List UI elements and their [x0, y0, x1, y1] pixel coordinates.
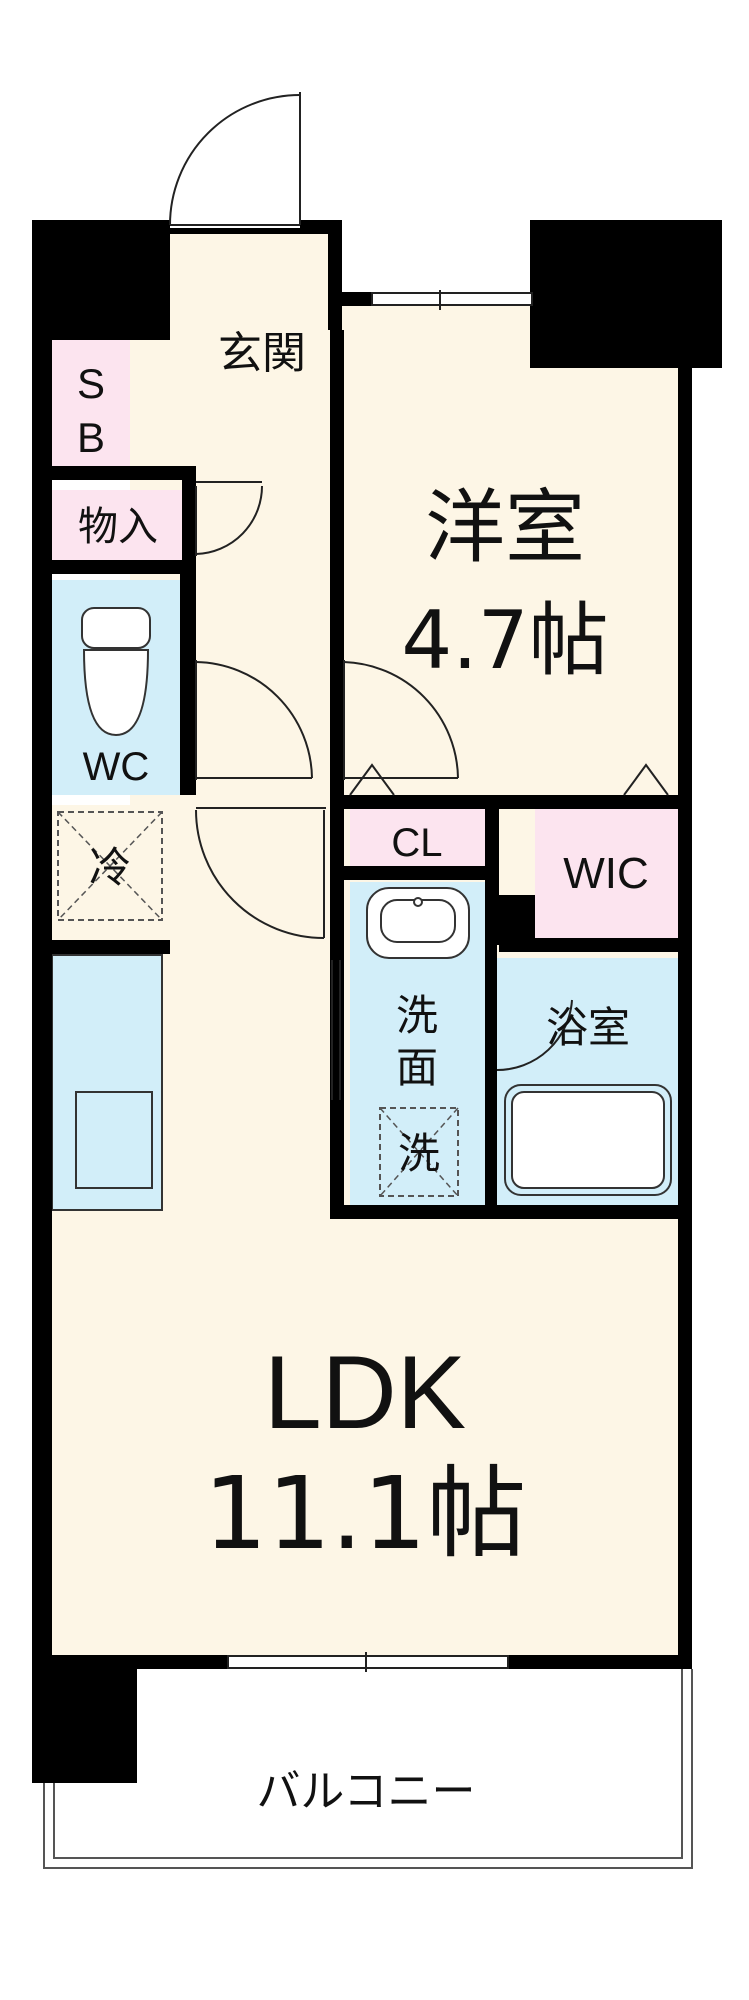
balcony-label: バルコニー — [256, 1766, 475, 1817]
wall-genkan-right — [328, 220, 342, 330]
kitchen-counter — [51, 954, 163, 1211]
senmen-sliding-door — [331, 960, 341, 1100]
wall-right — [678, 360, 692, 1660]
yokushitsu-label: 浴室 — [546, 1003, 630, 1052]
wall-wc-right — [180, 560, 196, 795]
ldk-size: 11.1帖 — [204, 1455, 527, 1572]
walls — [32, 220, 722, 1783]
wall-wic-block — [485, 895, 535, 945]
genkan-label: 玄関 — [218, 328, 306, 379]
wall-left — [32, 340, 52, 1670]
senmen-label-2: 面 — [396, 1043, 438, 1092]
windows — [227, 290, 533, 1672]
wall-cl-bottom — [330, 866, 485, 880]
wic-floor — [535, 808, 678, 938]
cl-label: CL — [391, 821, 442, 865]
washer-label: 洗 — [398, 1129, 440, 1178]
senmen-label-1: 洗 — [396, 991, 438, 1040]
wall-wic-bottom — [499, 938, 680, 952]
shoe-box-label-b: B — [77, 414, 105, 461]
bath-door — [496, 999, 573, 1072]
wic-label: WIC — [563, 849, 649, 898]
closet-folding-doors — [349, 763, 669, 796]
wc-label: WC — [83, 745, 150, 789]
youshitsu-label: 洋室 — [425, 481, 585, 574]
wall-wet-bottom — [330, 1205, 680, 1219]
ldk-window — [227, 1655, 509, 1669]
wall-kitchen-top — [52, 940, 170, 954]
washer-space — [379, 1107, 459, 1197]
wall-bottom-left-block — [32, 1655, 137, 1783]
fridge-label: 冷 — [89, 843, 131, 892]
monoire-label: 物入 — [78, 504, 158, 550]
youshitsu-floor — [340, 305, 680, 795]
cl-floor — [350, 808, 485, 866]
monoire-floor — [52, 490, 190, 562]
balcony — [43, 1669, 693, 1869]
washbasin-icon — [366, 887, 470, 959]
kitchen-sink-icon — [75, 1091, 153, 1189]
doors — [169, 92, 669, 1100]
ldk-door — [195, 807, 326, 939]
youshitsu-window — [371, 292, 533, 306]
wall-shoebox-bottom — [52, 466, 192, 480]
wall-cl-top — [330, 795, 680, 809]
ldk-label: LDK — [264, 1335, 466, 1451]
wall-monoire-bottom — [52, 560, 196, 574]
entrance-door — [169, 92, 301, 228]
bathtub-icon — [504, 1084, 672, 1196]
monoire-door — [195, 481, 263, 556]
fridge-space — [57, 811, 163, 921]
shoe-box-floor — [52, 340, 130, 468]
youshitsu-size: 4.7帖 — [401, 594, 608, 687]
wall-senmen-bath-divider — [485, 945, 497, 1210]
wall-top-left — [32, 220, 170, 340]
wall-top-right-block — [530, 220, 722, 368]
shoe-box-label-s: S — [77, 360, 105, 407]
wall-monoire-right — [182, 466, 196, 576]
wc-door — [195, 660, 313, 780]
toilet-icon — [81, 607, 151, 737]
